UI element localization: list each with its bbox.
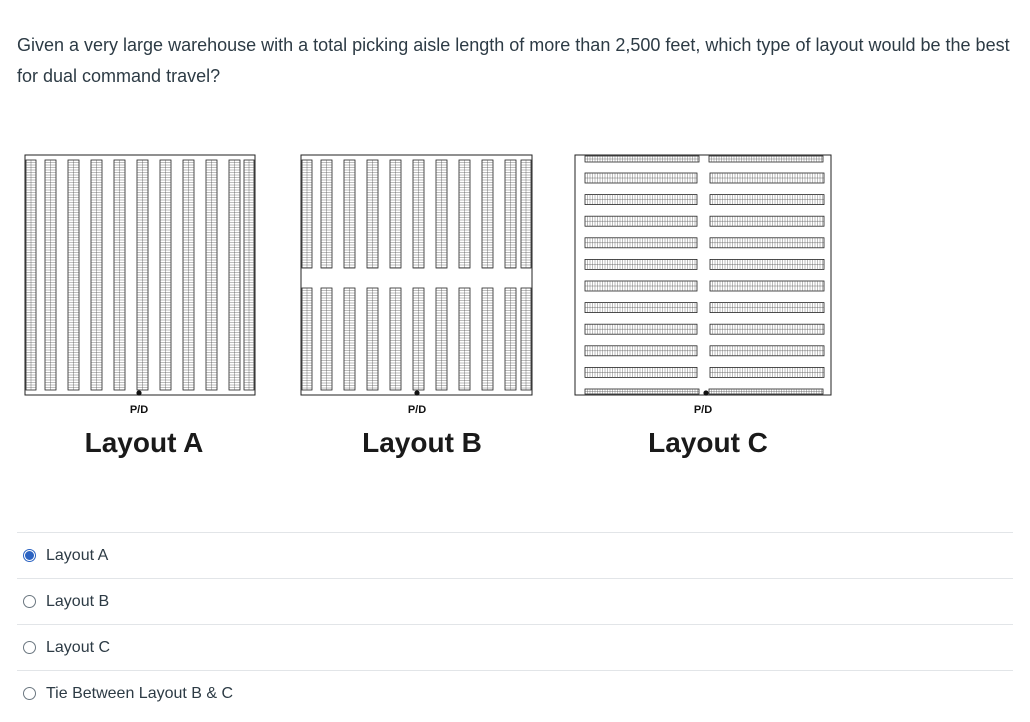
rack-slots [585,281,697,291]
rack-slots [585,345,697,356]
radio-button[interactable] [23,687,36,700]
rack-slots [390,160,401,268]
rack-slots [114,160,125,390]
layout-b-diagram [300,154,533,396]
rack-slots [521,288,531,390]
rack-slots [367,288,378,390]
answer-label: Layout A [46,546,109,564]
rack-slots [160,160,171,390]
layout-a-title: Layout A [85,427,204,458]
rack-slots [436,160,447,268]
rack-slots [459,288,470,390]
rack-slots [710,324,824,335]
rack-slots [344,160,355,268]
pd-point [703,390,709,396]
rack-slots [585,259,697,270]
rack-slots [710,216,824,227]
rack-slots [585,389,699,394]
layout-c-diagram [574,154,832,396]
rack-slots [244,160,254,390]
rack-slots [206,160,217,390]
rack-slots [585,324,697,335]
rack-slots [585,216,697,227]
rack-slots [710,194,824,205]
rack-slots [710,173,824,183]
rack-slots [390,288,401,390]
rack-slots [413,288,424,390]
layout-b-pd-label: P/D [408,404,426,416]
rack-slots [137,160,148,390]
rack-slots [710,259,824,270]
rack-slots [710,345,824,356]
answer-option-layout-a[interactable]: Layout A [17,532,1013,578]
rack-slots [26,160,36,390]
rack-slots [302,160,312,268]
rack-slots [710,237,824,248]
pd-point [414,390,420,396]
layout-a-pd-label: P/D [130,404,148,416]
layout-diagram-figure: P/D P/D P/D Layout A Layout B Layout C [17,145,837,473]
rack-slots [436,288,447,390]
rack-slots [68,160,79,390]
answer-label: Layout B [46,592,110,610]
rack-slots [710,302,824,313]
rack-slots [367,160,378,268]
rack-slots [585,194,697,205]
rack-slots [413,160,424,268]
warehouse-outline [574,154,832,396]
radio-button[interactable] [23,549,36,562]
rack-slots [710,281,824,291]
rack-slots [183,160,194,390]
rack-slots [585,156,699,162]
rack-slots [710,367,824,378]
pd-point [136,390,142,396]
rack-slots [709,389,823,394]
rack-slots [321,288,332,390]
layout-c-pd-label: P/D [694,404,712,416]
answer-option-layout-b[interactable]: Layout B [17,578,1013,624]
question-text: Given a very large warehouse with a tota… [17,35,1010,86]
radio-button[interactable] [23,641,36,654]
rack-slots [709,156,823,162]
rack-slots [91,160,102,390]
answer-option-layout-c[interactable]: Layout C [17,624,1013,670]
layout-b-title: Layout B [362,427,482,458]
rack-slots [302,288,312,390]
rack-slots [585,173,697,183]
layout-c-title: Layout C [648,427,768,458]
radio-button[interactable] [23,595,36,608]
answer-options: Layout A Layout B Layout C Tie Between L… [17,532,1013,716]
rack-slots [585,367,697,378]
rack-slots [344,288,355,390]
rack-slots [482,160,493,268]
layout-a-diagram [24,154,256,396]
rack-slots [482,288,493,390]
rack-slots [505,160,516,268]
rack-slots [585,302,697,313]
rack-slots [45,160,56,390]
answer-label: Tie Between Layout B & C [46,684,234,702]
answer-label: Layout C [46,638,111,656]
rack-slots [505,288,516,390]
answer-option-tie-b-c[interactable]: Tie Between Layout B & C [17,670,1013,716]
rack-slots [521,160,531,268]
rack-slots [459,160,470,268]
rack-slots [229,160,240,390]
layout-diagram: P/D P/D P/D Layout A Layout B Layout C [24,154,832,458]
rack-slots [585,237,697,248]
rack-slots [321,160,332,268]
